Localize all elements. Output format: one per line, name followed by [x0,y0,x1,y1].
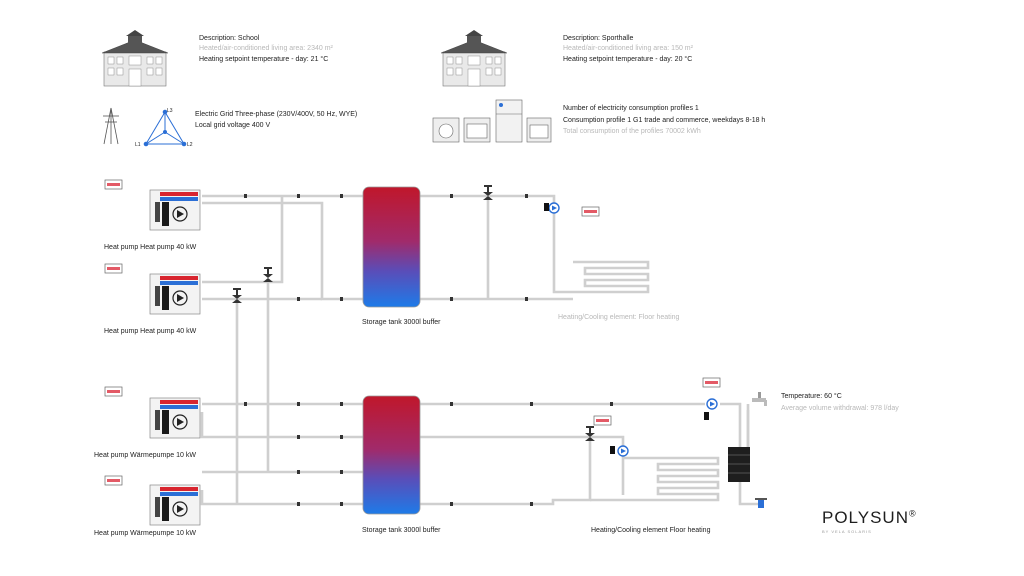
storage-tank-lower[interactable] [362,395,421,515]
pump-controller-dhw-icon [704,412,709,420]
polysun-logo: POLYSUN® [822,508,917,527]
meter-floor2-icon[interactable] [593,415,612,426]
dhw-temperature: Temperature: 60 °C [781,393,842,400]
pipe-network [200,194,762,506]
meter-hp1-icon[interactable] [104,179,123,190]
sports-hall-building-icon [440,29,508,87]
sporthalle-description: Description: Sporthalle [563,35,634,42]
heat-pump-3-label: Heat pump Wärmepumpe 10 kW [94,452,196,459]
meter-hp4-icon[interactable] [104,475,123,486]
sporthalle-setpoint: Heating setpoint temperature - day: 20 °… [563,56,693,63]
school-building-icon [101,29,169,87]
mixing-valve-4-icon[interactable] [585,426,595,441]
heat-pump-4-label: Heat pump Wärmepumpe 10 kW [94,530,196,537]
pump-controller-2-icon [610,446,615,454]
mixing-valve-1-icon[interactable] [483,185,493,200]
cold-water-inlet-icon [755,498,767,508]
grid-title: Electric Grid Three-phase (230V/400V, 50… [195,111,358,118]
power-pylon-icon [103,107,119,145]
school-setpoint: Heating setpoint temperature - day: 21 °… [199,56,329,63]
dhw-volume: Average volume withdrawal: 978 l/day [781,405,899,412]
meter-hp3-icon[interactable] [104,386,123,397]
heat-pump-3[interactable] [149,397,201,439]
mixing-valve-2-icon[interactable] [263,267,273,282]
appliances-icon [432,99,552,143]
circulation-pump-2-icon[interactable] [617,445,629,457]
heat-pump-4[interactable] [149,484,201,526]
meter-dhw-icon[interactable] [702,377,721,388]
three-phase-wye-icon [143,109,187,147]
mixing-valve-3-icon[interactable] [232,288,242,303]
phase-label-l2: L2 [187,142,193,148]
heat-pump-1[interactable] [149,189,201,231]
school-description: Description: School [199,35,260,42]
circulation-pump-dhw-icon[interactable] [706,398,718,410]
circulation-pump-1-icon[interactable] [548,202,560,214]
hot-water-tap-icon [752,392,767,406]
phase-label-l3: L3 [167,108,173,114]
consumption-profile-1: Consumption profile 1 G1 trade and comme… [563,117,766,124]
floor-heating-1-label: Heating/Cooling element: Floor heating [558,314,680,321]
storage-tank-2-label: Storage tank 3000l buffer [362,527,441,534]
pipe-junctions [244,194,613,506]
grid-voltage: Local grid voltage 400 V [195,122,271,129]
consumption-profiles: Number of electricity consumption profil… [563,105,699,112]
heat-pump-2[interactable] [149,273,201,315]
heat-pump-2-label: Heat pump Heat pump 40 kW [104,328,197,335]
storage-tank-upper[interactable] [362,186,421,308]
storage-tank-1-label: Storage tank 3000l buffer [362,319,441,326]
heat-pump-1-label: Heat pump Heat pump 40 kW [104,244,197,251]
consumption-total: Total consumption of the profiles 70002 … [563,128,701,135]
heat-exchanger-icon[interactable] [728,447,750,482]
floor-heating-2-label: Heating/Cooling element Floor heating [591,527,711,534]
meter-hp2-icon[interactable] [104,263,123,274]
sporthalle-area: Heated/air-conditioned living area: 150 … [563,45,693,52]
phase-label-l1: L1 [135,142,141,148]
pump-controller-1-icon [544,203,549,211]
polysun-logo-subtitle: BY VELA SOLARIS [822,529,872,534]
school-area: Heated/air-conditioned living area: 2340… [199,45,333,52]
meter-floor1-icon[interactable] [581,206,600,217]
